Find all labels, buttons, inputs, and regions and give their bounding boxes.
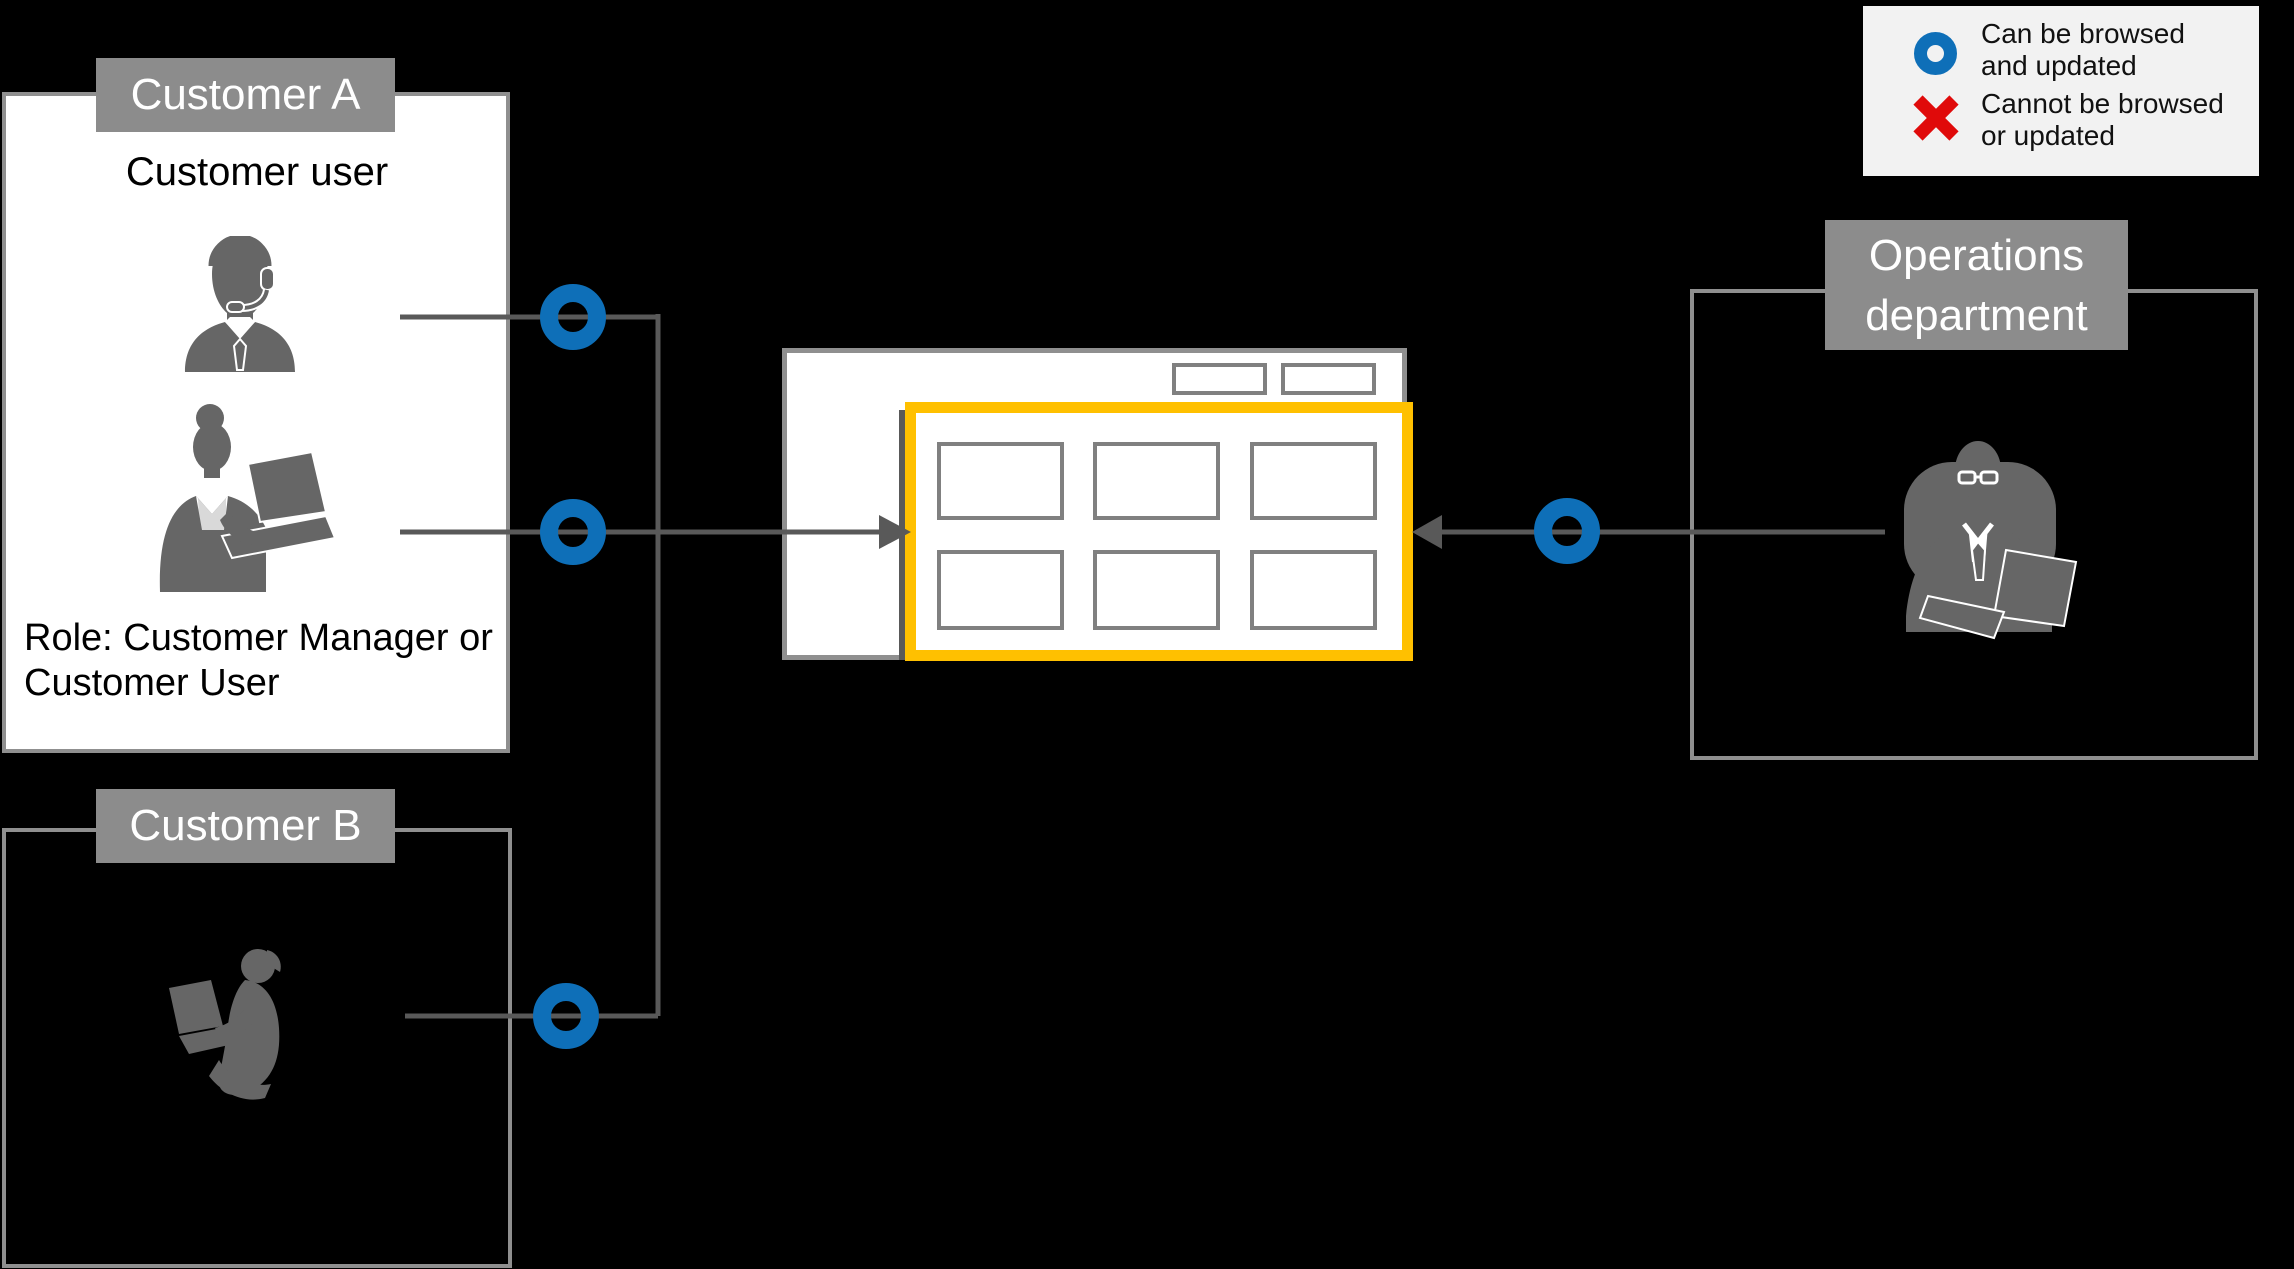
arrow-into-dashboard-right xyxy=(1412,515,1442,549)
customer-b-label: Customer B xyxy=(129,801,362,850)
customer-user-label: Customer user xyxy=(125,150,389,194)
operations-staff-icon xyxy=(1904,441,2078,640)
dashboard-highlight-panel xyxy=(905,402,1413,661)
legend-line: Cannot be browsed xyxy=(1981,88,2224,119)
customer-user-headset-icon xyxy=(185,236,295,372)
operations-label: Operations department xyxy=(1865,231,2088,340)
cannot-browse-x-icon xyxy=(1913,95,1959,141)
dashboard-tile xyxy=(1250,442,1377,520)
operations-header: Operations department xyxy=(1825,220,2128,350)
dashboard-toolbar-button xyxy=(1281,363,1376,395)
customer-a-label: Customer A xyxy=(130,70,361,119)
dashboard-tile xyxy=(937,442,1064,520)
legend: Can be browsed and updated Cannot be bro… xyxy=(1863,6,2259,176)
can-browse-circle-icon xyxy=(540,499,606,565)
legend-line: and updated xyxy=(1981,50,2137,81)
dashboard-tile xyxy=(1093,442,1220,520)
customer-b-header: Customer B xyxy=(96,789,395,863)
dashboard-tile xyxy=(937,550,1064,630)
dashboard-tile xyxy=(1250,550,1377,630)
can-browse-circle-icon xyxy=(1534,498,1600,564)
dashboard-toolbar-button xyxy=(1172,363,1267,395)
customer-user-laptop-icon xyxy=(159,404,335,592)
legend-cannot-text: Cannot be browsed or updated xyxy=(1981,88,2224,152)
can-browse-circle-icon xyxy=(540,284,606,350)
customer-a-header: Customer A xyxy=(96,58,395,132)
can-browse-circle-icon xyxy=(533,983,599,1049)
legend-can-text: Can be browsed and updated xyxy=(1981,18,2185,82)
customer-b-user-icon xyxy=(169,949,281,1100)
legend-line: or updated xyxy=(1981,120,2115,151)
customer-a-box xyxy=(2,92,510,753)
dashboard-tile xyxy=(1093,550,1220,630)
legend-line: Can be browsed xyxy=(1981,18,2185,49)
can-browse-circle-icon xyxy=(1914,32,1957,75)
customer-a-role-text: Role: Customer Manager or Customer User xyxy=(24,617,493,704)
